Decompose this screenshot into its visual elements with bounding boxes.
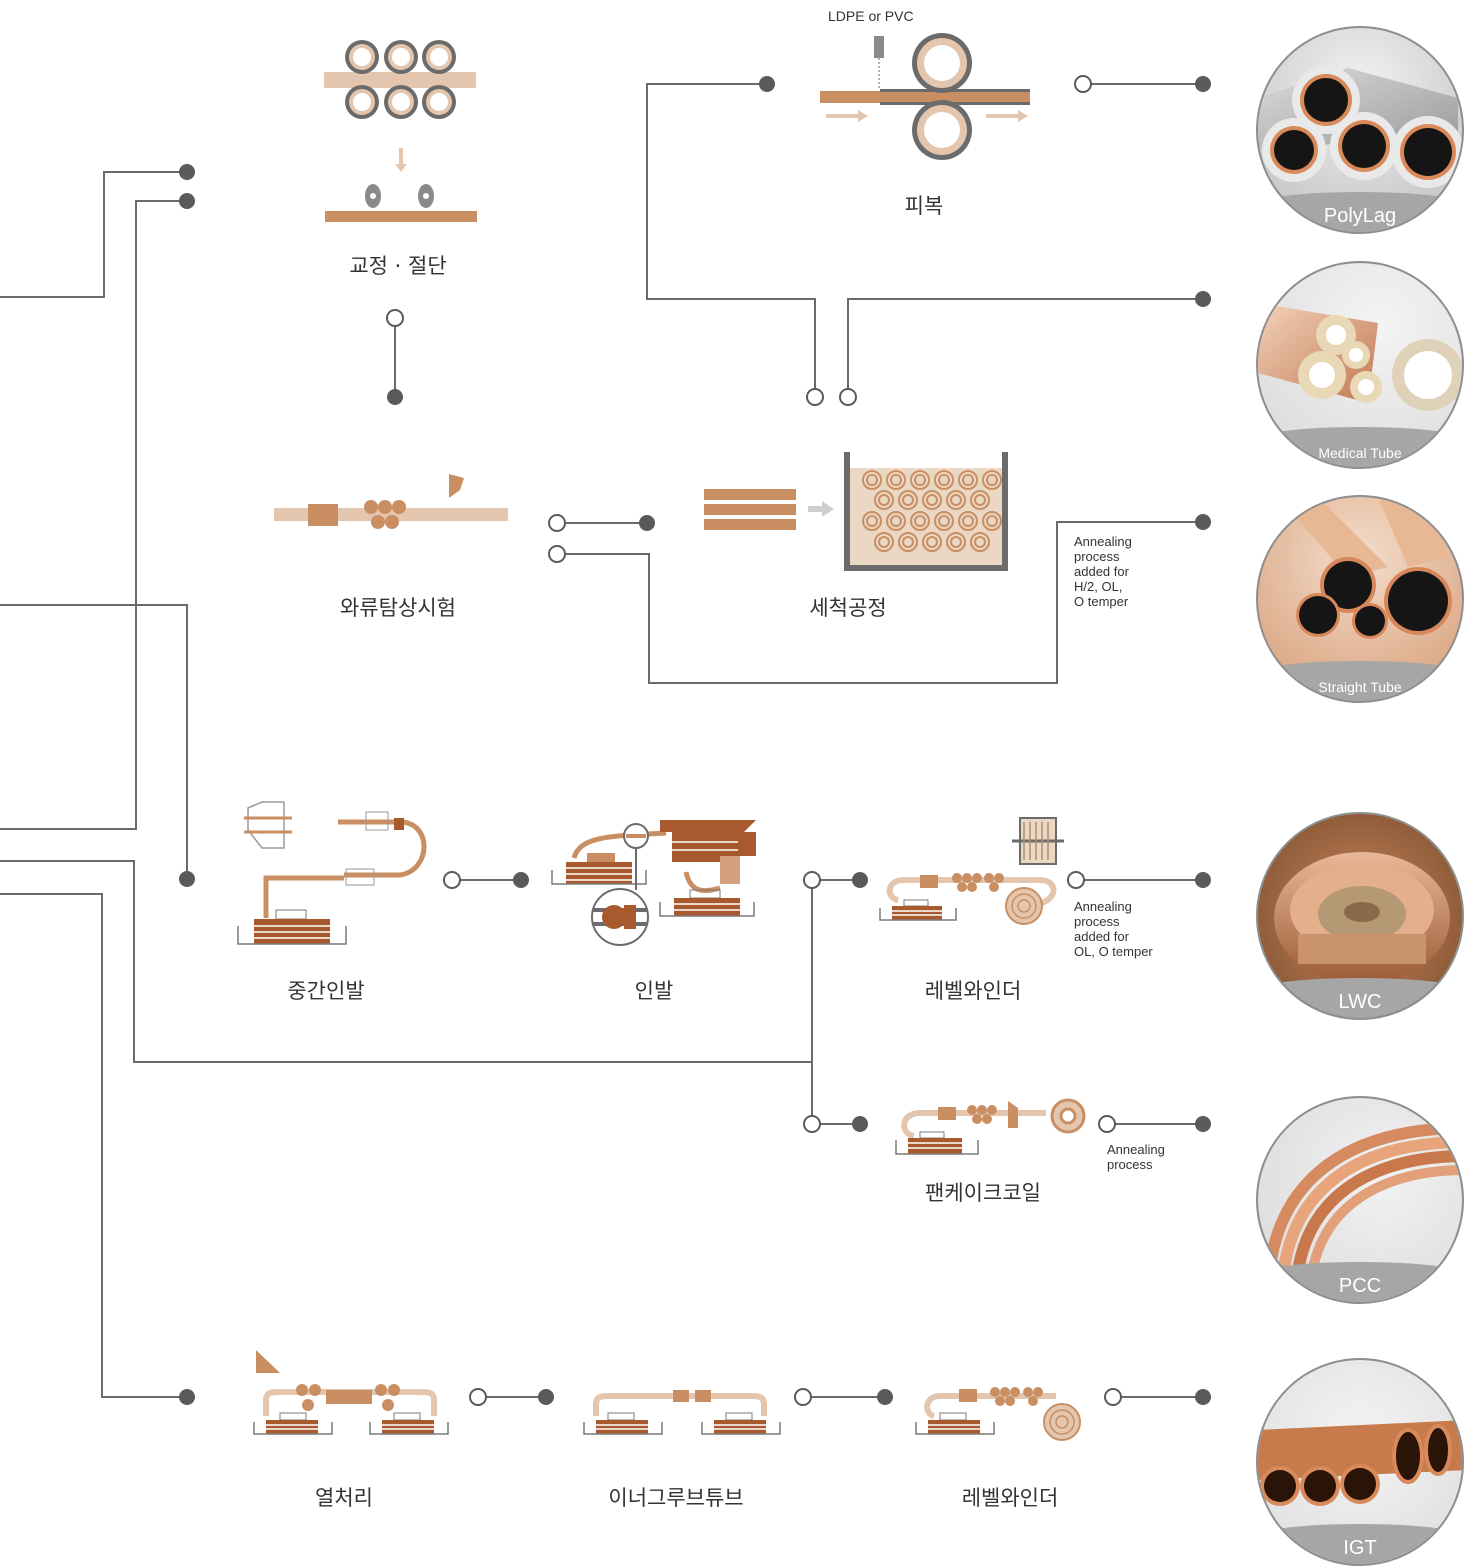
bath-tube	[982, 470, 1002, 490]
bath-tube	[962, 474, 974, 486]
eddy-test-illustration	[274, 474, 508, 529]
bath-tube	[898, 532, 918, 552]
level-winder-2-illustration	[915, 1387, 1081, 1441]
bath-tube	[902, 494, 914, 506]
connector-dots-open	[386, 75, 1122, 1406]
material-label: LDPE or PVC	[828, 8, 914, 24]
product-name: Straight Tube	[1318, 679, 1402, 695]
label-pancake-coil: 팬케이크코일	[925, 1181, 1041, 1205]
bath-tube	[950, 494, 962, 506]
bath-tube	[934, 511, 954, 531]
product-pcc: PCC	[1256, 1096, 1464, 1304]
bath-tube	[962, 515, 974, 527]
igt-photo-icon	[1258, 1420, 1462, 1506]
bath-tube	[974, 536, 986, 548]
product-name: PolyLag	[1323, 205, 1397, 227]
level-winder-1-illustration	[879, 817, 1064, 925]
bath-tube	[922, 490, 942, 510]
bath-tube	[914, 515, 926, 527]
bath-tube	[878, 536, 890, 548]
pancake-coil-illustration	[895, 1098, 1086, 1155]
straighten-cut-illustration	[324, 40, 477, 222]
cleaning-illustration	[704, 452, 1008, 571]
draw-illustration	[551, 820, 756, 946]
bath-tube	[938, 474, 950, 486]
bath-tube	[914, 474, 926, 486]
bath-tube	[926, 536, 938, 548]
label-inner-groove: 이너그루브튜브	[608, 1486, 744, 1510]
bath-tube	[862, 511, 882, 531]
bath-tube	[946, 490, 966, 510]
bath-tube	[874, 532, 894, 552]
intermediate-draw-illustration	[237, 801, 427, 945]
label-intermediate-draw: 중간인발	[287, 979, 365, 1003]
label-straighten-cut: 교정 · 절단	[349, 254, 447, 278]
product-name: Medical Tube	[1318, 445, 1402, 461]
note-annealing-straight: Annealing process added for H/2, OL, O t…	[1074, 534, 1132, 609]
product-name: LWC	[1338, 991, 1382, 1013]
bath-tube	[922, 532, 942, 552]
bath-tube	[862, 470, 882, 490]
bath-tube	[866, 474, 878, 486]
bath-tube	[974, 494, 986, 506]
bath-tube	[898, 490, 918, 510]
bath-tube	[926, 494, 938, 506]
connector-dots-filled	[179, 76, 1211, 1405]
product-name: PCC	[1338, 1275, 1382, 1297]
heat-treatment-illustration	[253, 1350, 449, 1435]
label-eddy-test: 와류탐상시험	[340, 596, 456, 620]
bath-tube	[890, 474, 902, 486]
bath-tube	[982, 511, 1002, 531]
bath-tube	[958, 511, 978, 531]
product-lwc: LWC	[1256, 812, 1464, 1020]
straight-tube-photo-icon	[1278, 497, 1452, 639]
bath-tube	[890, 515, 902, 527]
lwc-photo-icon	[1274, 852, 1450, 984]
bath-tube	[886, 511, 906, 531]
product-polylag: PolyLag	[1256, 26, 1464, 234]
note-annealing-pcc: Annealing process	[1107, 1142, 1165, 1172]
bath-tube	[986, 474, 998, 486]
bath-tube	[934, 470, 954, 490]
bath-tube	[946, 532, 966, 552]
label-heat-treatment: 열처리	[315, 1486, 373, 1510]
bath-tube	[938, 515, 950, 527]
product-igt: IGT	[1256, 1358, 1464, 1566]
polylag-photo-icon	[1258, 66, 1462, 188]
product-medical-tube: Medical Tube	[1256, 261, 1464, 469]
bath-tube	[910, 511, 930, 531]
label-coating: 피복	[904, 194, 944, 218]
product-name: IGT	[1343, 1537, 1377, 1559]
bath-tube	[958, 470, 978, 490]
product-straight-tube: Straight Tube	[1256, 495, 1464, 703]
label-cleaning: 세척공정	[809, 596, 887, 620]
bath-tube	[986, 515, 998, 527]
label-draw: 인발	[634, 979, 674, 1003]
label-level-winder-1: 레벨와인더	[924, 979, 1022, 1003]
bath-tube	[902, 536, 914, 548]
label-level-winder-2: 레벨와인더	[961, 1486, 1059, 1510]
bath-tube	[866, 515, 878, 527]
medical-tube-photo-icon	[1258, 303, 1462, 411]
coating-illustration	[820, 33, 1030, 160]
bath-tube	[970, 490, 990, 510]
bath-tube	[886, 470, 906, 490]
cleaning-tube-bundle	[862, 470, 1002, 552]
bath-tube	[970, 532, 990, 552]
note-annealing-lwc: Annealing process added for OL, O temper	[1074, 899, 1153, 959]
inner-groove-illustration	[583, 1390, 781, 1435]
bath-tube	[950, 536, 962, 548]
bath-tube	[910, 470, 930, 490]
bath-tube	[878, 494, 890, 506]
bath-tube	[874, 490, 894, 510]
